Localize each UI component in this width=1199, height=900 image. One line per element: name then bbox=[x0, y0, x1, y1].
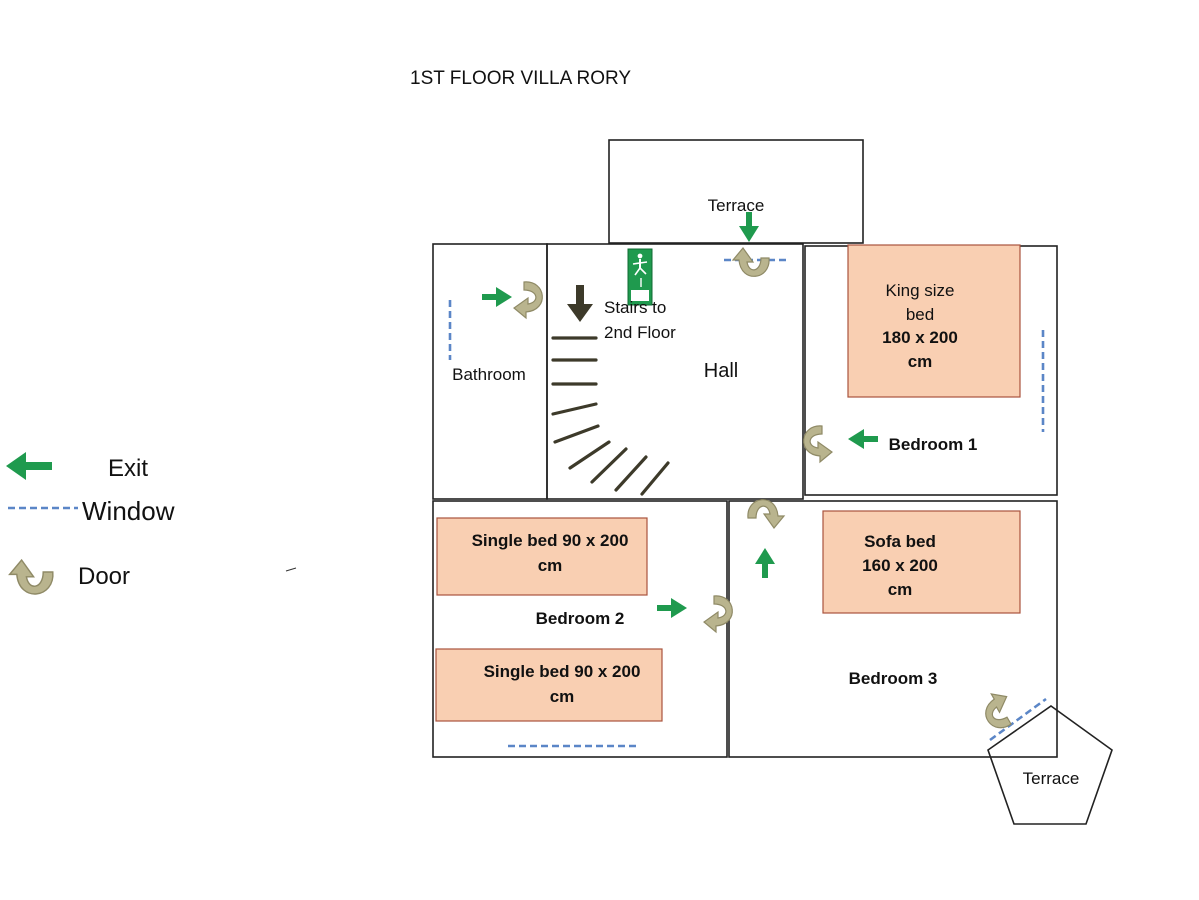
exit-arrow-terrace-icon bbox=[739, 212, 759, 242]
bedroom2-label: Bedroom 2 bbox=[536, 609, 625, 628]
terrace-bottom-label: Terrace bbox=[1023, 769, 1080, 788]
bedroom2-outline bbox=[432, 500, 728, 758]
exit-arrow-bedroom1-icon bbox=[848, 429, 878, 449]
door-terrace-icon bbox=[732, 247, 770, 277]
sofa-bed bbox=[822, 510, 1021, 614]
emergency-exit-sign-icon bbox=[627, 248, 653, 306]
stairs-label-line2: 2nd Floor bbox=[604, 323, 676, 342]
bathroom-label: Bathroom bbox=[452, 365, 526, 384]
legend-exit-arrow-icon bbox=[6, 452, 52, 480]
window-bedroom3-terrace bbox=[989, 697, 1047, 742]
legend-door-label: Door bbox=[78, 563, 130, 590]
door-bedroom1-icon bbox=[803, 425, 833, 463]
bedroom3-label: Bedroom 3 bbox=[849, 669, 938, 688]
plan-title: 1ST FLOOR VILLA RORY bbox=[410, 68, 631, 89]
staircase bbox=[551, 336, 670, 496]
terrace-top-label: Terrace bbox=[708, 196, 765, 215]
stairs-down-arrow-icon bbox=[567, 285, 593, 322]
single-bed-2-label-line2: cm bbox=[550, 687, 575, 706]
legend-exit-label: Exit bbox=[108, 455, 148, 482]
door-terrace-bottom-icon bbox=[976, 687, 1021, 734]
single-bed-1-label-line1: Single bed 90 x 200 bbox=[472, 531, 629, 550]
exit-arrow-bedroom2-icon bbox=[657, 598, 687, 618]
door-bedroom2-icon bbox=[703, 595, 733, 633]
stray-mark bbox=[285, 567, 297, 572]
king-bed-label-line3: 180 x 200 bbox=[882, 328, 958, 347]
door-bathroom-icon bbox=[513, 281, 543, 319]
sofa-bed-label-line2: 160 x 200 bbox=[862, 556, 938, 575]
single-bed-2 bbox=[435, 648, 663, 722]
king-bed-label-line4: cm bbox=[908, 352, 933, 371]
terrace-top-outline bbox=[608, 139, 864, 244]
king-bed-label-line1: King size bbox=[886, 281, 955, 300]
legend-window-label: Window bbox=[82, 496, 175, 526]
hall-outline bbox=[546, 243, 804, 500]
sofa-bed-label-line1: Sofa bed bbox=[864, 532, 936, 551]
single-bed-1-label-line2: cm bbox=[538, 556, 563, 575]
single-bed-1 bbox=[436, 517, 648, 596]
king-size-bed bbox=[847, 244, 1021, 398]
hall-label: Hall bbox=[704, 360, 738, 382]
terrace-bottom-outline bbox=[987, 705, 1113, 825]
legend-door-icon bbox=[8, 559, 54, 595]
bedroom3-outline bbox=[728, 500, 1058, 758]
exit-arrow-bathroom-icon bbox=[482, 287, 512, 307]
king-bed-label-line2: bed bbox=[906, 305, 934, 324]
door-bedroom3-icon bbox=[747, 499, 785, 529]
bedroom1-label: Bedroom 1 bbox=[889, 435, 978, 454]
exit-arrow-bedroom3-icon bbox=[755, 548, 775, 578]
single-bed-2-label-line1: Single bed 90 x 200 bbox=[484, 662, 641, 681]
legend: Exit Window Door bbox=[6, 452, 297, 595]
sofa-bed-label-line3: cm bbox=[888, 580, 913, 599]
stairs-label-line1: Stairs to bbox=[604, 298, 666, 317]
